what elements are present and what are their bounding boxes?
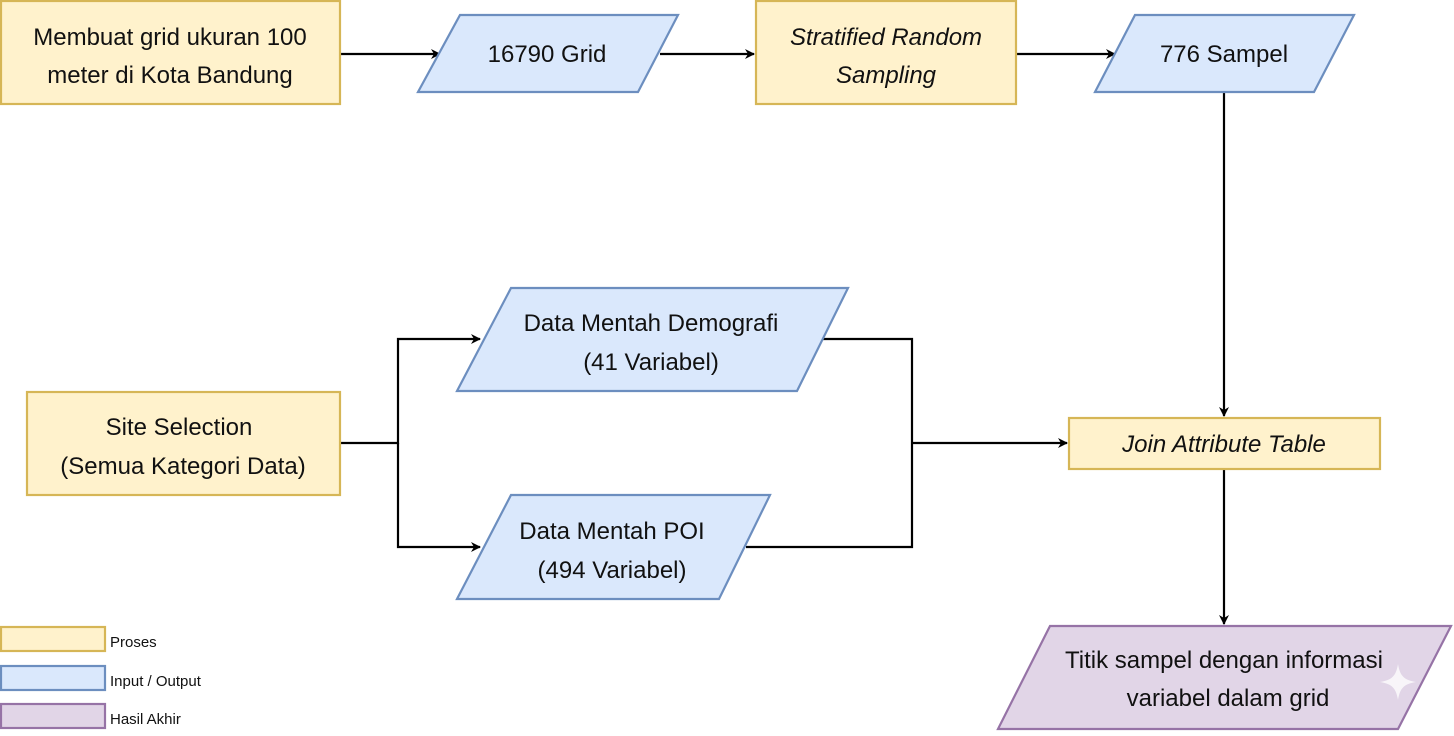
node-text-line2: (41 Variabel)	[583, 349, 719, 376]
node-site-selection: Site Selection (Semua Kategori Data)	[25, 390, 342, 497]
legend-label-process: Proses	[110, 634, 157, 651]
io-parallelogram	[455, 493, 772, 601]
io-parallelogram	[1093, 13, 1356, 94]
legend-swatch-io	[0, 664, 107, 692]
node-text: 16790 Grid	[488, 41, 607, 68]
legend-label-io: Input / Output	[110, 673, 202, 690]
legend-swatch-process	[0, 625, 107, 653]
node-grid-creation: Membuat grid ukuran 100 meter di Kota Ba…	[0, 0, 342, 106]
node-poi: Data Mentah POI (494 Variabel)	[455, 493, 772, 601]
node-text-line1: Data Mentah Demografi	[524, 310, 779, 337]
node-text-line1: Data Mentah POI	[519, 518, 704, 545]
final-parallelogram	[996, 624, 1453, 731]
node-join-table: Join Attribute Table	[1067, 416, 1382, 471]
legend: Proses Input / Output Hasil Akhir	[0, 625, 202, 730]
arrow-site-to-demografi	[340, 334, 481, 445]
process-box	[1067, 416, 1382, 471]
process-box	[25, 390, 342, 497]
io-parallelogram	[455, 286, 850, 393]
node-stratified-sampling: Stratified Random Sampling	[754, 0, 1018, 106]
node-text-line1: Stratified Random	[790, 24, 982, 51]
node-text-line1: Membuat grid ukuran 100	[33, 24, 307, 51]
node-text-line2: (494 Variabel)	[538, 557, 687, 584]
legend-swatch-final	[0, 702, 107, 730]
node-text: 776 Sampel	[1160, 41, 1288, 68]
node-text-line1: Titik sampel dengan informasi	[1065, 647, 1383, 674]
node-sample-count: 776 Sampel	[1093, 13, 1356, 94]
sparkle-icon	[1380, 664, 1416, 700]
node-text-line1: Site Selection	[106, 414, 253, 441]
legend-label-final: Hasil Akhir	[110, 711, 181, 728]
node-text-line2: (Semua Kategori Data)	[60, 453, 305, 480]
node-text-line2: meter di Kota Bandung	[47, 62, 293, 89]
io-parallelogram	[416, 13, 680, 94]
node-demografi: Data Mentah Demografi (41 Variabel)	[455, 286, 850, 393]
process-box	[0, 0, 342, 106]
edges	[340, 49, 1229, 625]
node-text-line2: Sampling	[836, 62, 937, 89]
arrow-site-to-poi	[396, 443, 481, 552]
node-final-result: Titik sampel dengan informasi variabel d…	[996, 624, 1453, 731]
process-box	[754, 0, 1018, 106]
node-grid-count: 16790 Grid	[416, 13, 680, 94]
node-text-line2: variabel dalam grid	[1127, 685, 1330, 712]
node-text: Join Attribute Table	[1121, 431, 1326, 458]
